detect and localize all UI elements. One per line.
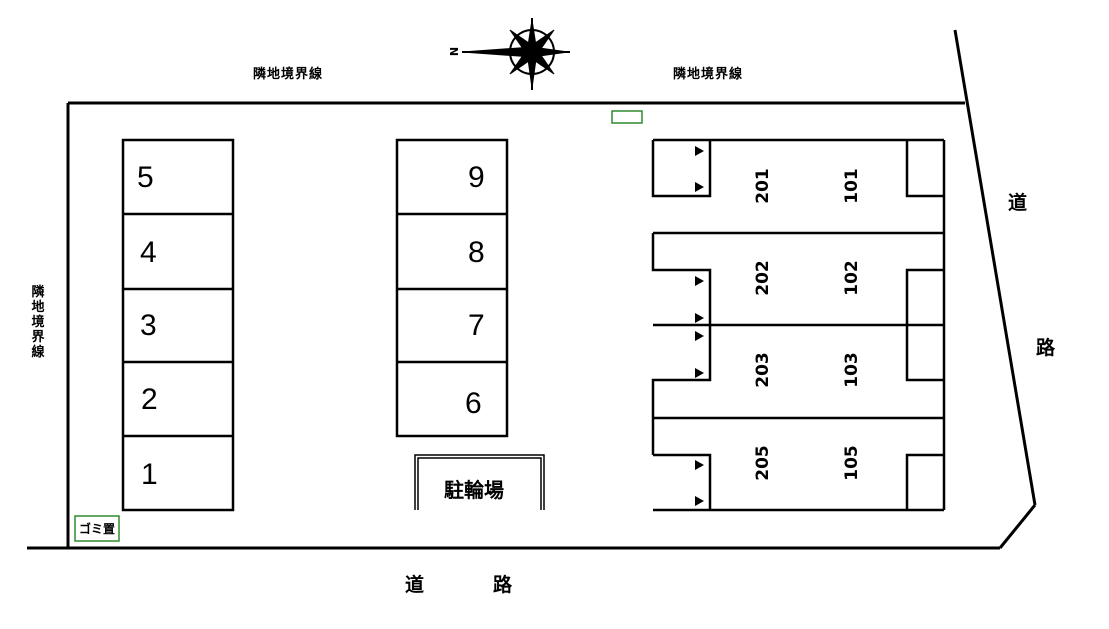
boundary-label-top-right: 隣地境界線 [673,67,744,82]
entry-arrow-icons [695,146,704,506]
unit-number: 105 [842,445,862,481]
road-right-char-1: 道 [1008,192,1028,214]
road-bottom-char-1: 道 [405,574,425,596]
unit-number: 205 [753,445,773,481]
unit-number: 203 [753,352,773,388]
road-right-char-2: 路 [1036,337,1056,359]
parking-spot-number: 9 [468,161,485,194]
bicycle-parking-box [414,454,545,510]
garbage-station-label: ゴミ置 [79,522,116,536]
site-outline [27,29,1037,550]
unit-number: 201 [753,168,773,204]
apartment-building [651,138,946,512]
unit-number: 202 [753,260,773,296]
boundary-label-left: 隣地境界線 [31,285,45,360]
green-marker [611,110,643,124]
garbage-station-box [74,515,120,542]
parking-spot-number: 3 [140,309,157,342]
parking-left-column [121,138,235,512]
boundary-label-top-left: 隣地境界線 [253,67,324,82]
parking-spot-number: 5 [137,161,154,194]
road-bottom-char-2: 路 [493,574,513,596]
unit-number: 102 [842,260,862,296]
unit-number: 101 [842,168,862,204]
parking-spot-number: 7 [468,309,485,342]
parking-spot-number: 2 [141,383,158,416]
parking-spot-number: 1 [141,458,158,491]
parking-spot-number: 6 [465,387,482,420]
parking-middle-column [395,138,509,438]
compass-north-label: N [447,46,461,57]
compass-icon [461,18,570,90]
parking-spot-number: 8 [468,236,485,269]
unit-number: 103 [842,352,862,388]
parking-spot-number: 4 [140,236,157,269]
bicycle-parking-label: 駐輪場 [444,478,504,502]
